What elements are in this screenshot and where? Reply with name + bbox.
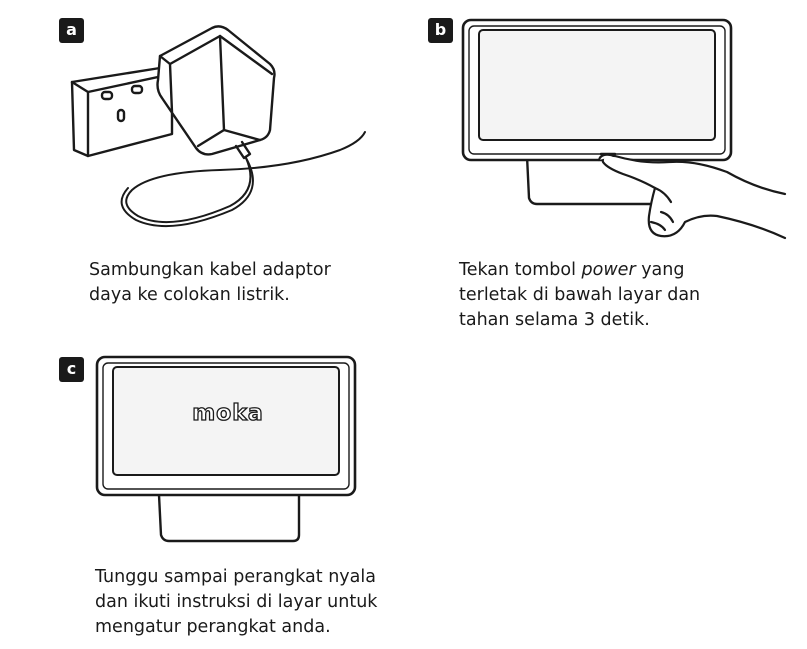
step-b-caption: Tekan tombol power yang terletak di bawa…: [459, 258, 700, 333]
step-c-caption-line: mengatur perangkat anda.: [95, 617, 331, 637]
pos-terminal-icon: [95, 355, 357, 497]
finger-press-icon: [597, 153, 787, 240]
step-badge-b: b: [428, 18, 453, 43]
socket-adapter-illustration: [70, 25, 366, 228]
caption-emphasis: power: [581, 260, 636, 280]
step-b-caption-line: terletak di bawah layar dan: [459, 285, 701, 305]
step-b-caption-line: Tekan tombol power yang: [459, 258, 700, 283]
step-c-caption-line: Tunggu sampai perangkat nyala: [95, 567, 376, 587]
caption-text: Tekan tombol: [459, 260, 582, 280]
step-a-caption-line: daya ke colokan listrik.: [89, 285, 290, 305]
step-badge-a: a: [59, 18, 84, 43]
step-badge-c: c: [59, 357, 84, 382]
device-boot-illustration: [95, 355, 357, 543]
pos-terminal-icon: [461, 18, 733, 162]
step-c-caption-line: dan ikuti instruksi di layar untuk: [95, 592, 378, 612]
step-a-caption: Sambungkan kabel adaptor daya ke colokan…: [89, 258, 331, 308]
step-a-caption-line: Sambungkan kabel adaptor: [89, 260, 331, 280]
step-b-caption-line: tahan selama 3 detik.: [459, 310, 650, 330]
step-c-caption: Tunggu sampai perangkat nyala dan ikuti …: [95, 565, 377, 640]
power-adapter-icon: [156, 25, 276, 160]
device-power-illustration: [461, 18, 787, 240]
caption-text: yang: [635, 260, 685, 280]
moka-logo: moka: [192, 400, 264, 426]
